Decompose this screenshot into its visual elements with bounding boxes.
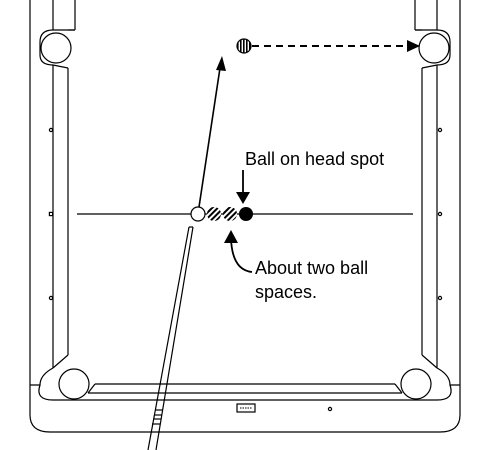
- spacing-pointer: [224, 230, 253, 273]
- head-spot-ball: [239, 207, 253, 221]
- left-diamond: [48, 295, 54, 301]
- right-diamond: [437, 127, 443, 133]
- ball-space: [207, 207, 221, 221]
- left-rail: [29, 0, 76, 385]
- left-diamond: [48, 127, 54, 133]
- cue-ball: [190, 206, 206, 222]
- right-diamond: [437, 211, 443, 217]
- bottom-left-pocket: [30, 367, 90, 401]
- right-diamond: [437, 295, 443, 301]
- nameplate: [236, 403, 256, 413]
- ball-spacing-label-line1: About two ball: [255, 258, 368, 278]
- aim-arrow: [198, 56, 226, 208]
- head-spot-pointer: [236, 170, 250, 204]
- ball-spacing-label-line2: spaces.: [255, 282, 317, 302]
- bottom-rail: [29, 383, 461, 433]
- bottom-right-pocket: [400, 367, 460, 401]
- bottom-diamond: [327, 406, 333, 412]
- top-right-pocket: [415, 29, 451, 66]
- top-left-pocket: [39, 29, 75, 66]
- object-ball: [236, 38, 252, 54]
- ball-space: [223, 207, 237, 221]
- head-spot-label: Ball on head spot: [245, 149, 384, 169]
- right-rail: [414, 0, 461, 385]
- dashed-arrow: [252, 40, 420, 52]
- cue-stick: [147, 226, 194, 450]
- left-diamond: [48, 211, 54, 217]
